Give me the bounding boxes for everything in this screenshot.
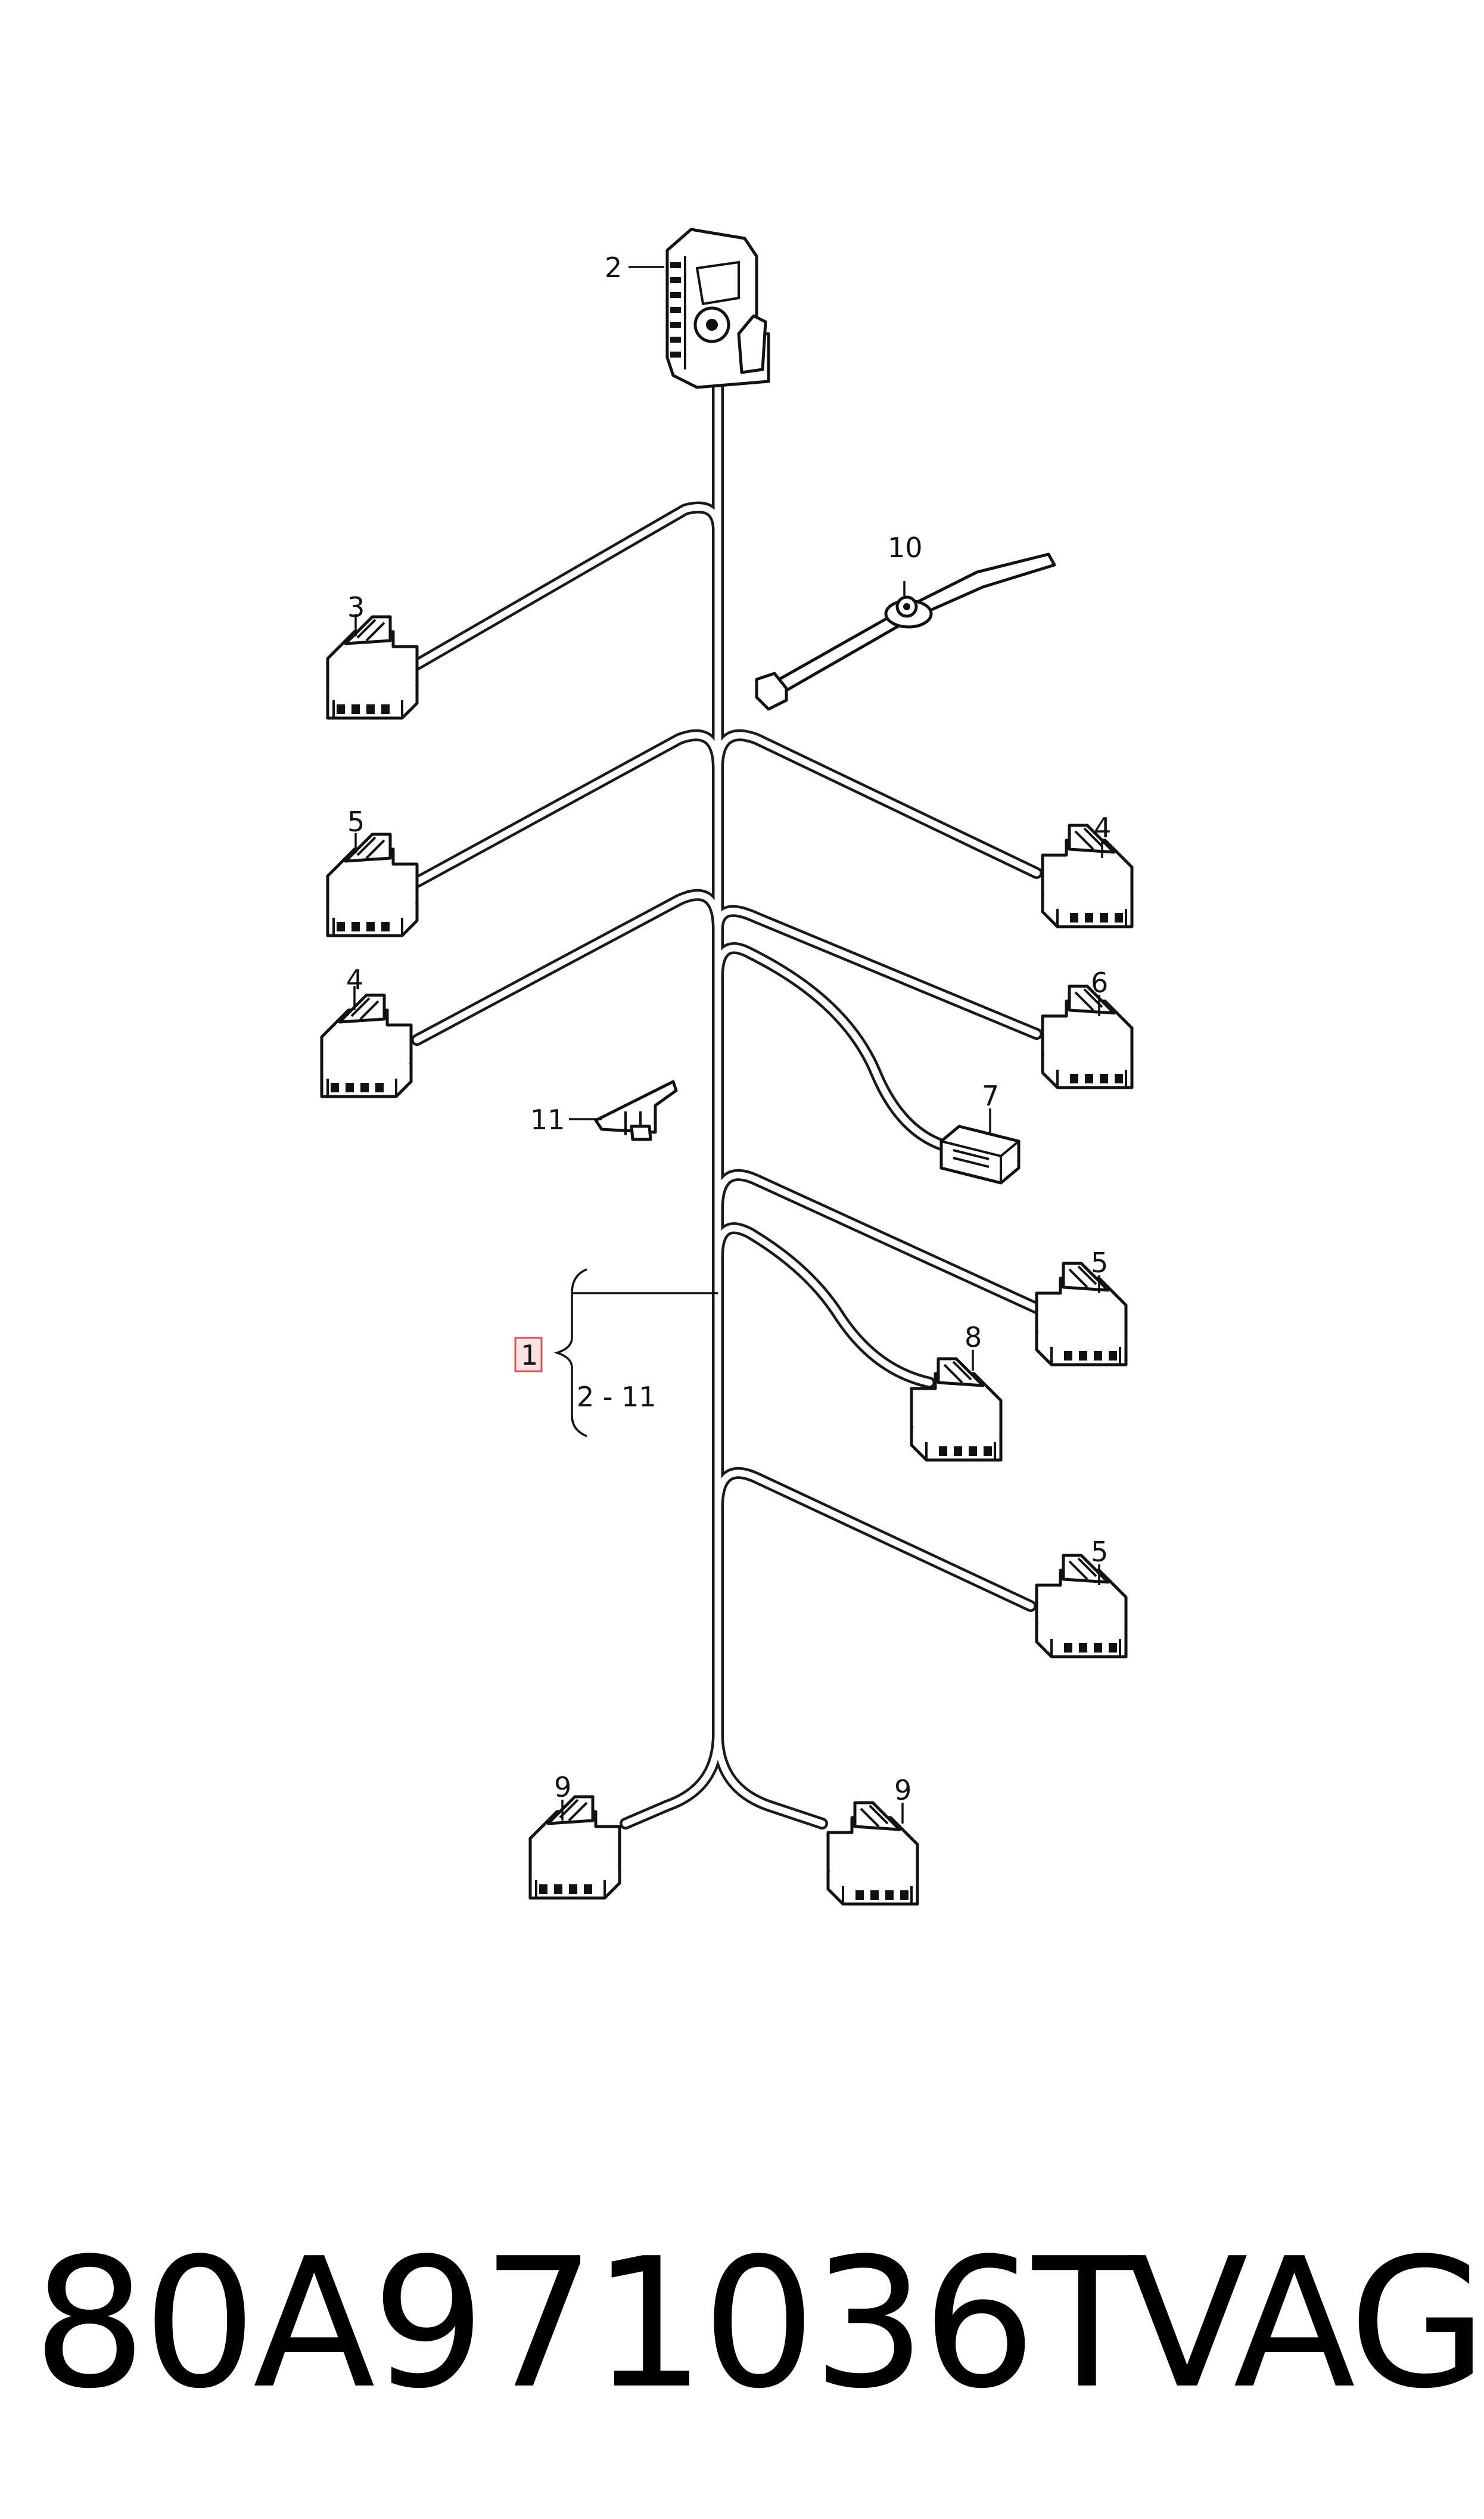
callout-1: 1: [521, 1339, 538, 1371]
connector-5-upper-right: [1037, 1263, 1126, 1365]
connector-8: [911, 1359, 1001, 1460]
wires: [411, 375, 1043, 1830]
brand-label: VAG: [1126, 2220, 1484, 2428]
connector-9-left: [530, 1797, 620, 1898]
footer: 80A971036T VAG: [0, 2205, 1484, 2443]
bracket-11: [594, 1080, 678, 1141]
callout-5-left: 5: [347, 806, 365, 838]
callout-4-right: 4: [1094, 812, 1111, 844]
connector-6: [1043, 986, 1132, 1088]
callout-11: 11: [530, 1104, 565, 1136]
cable-tie-10: [755, 552, 1056, 711]
callout-6: 6: [1091, 967, 1108, 999]
connector-5-left: [328, 834, 417, 936]
callout-3: 3: [347, 591, 365, 623]
callout-9-left: 9: [554, 1771, 571, 1803]
connector-2: [665, 228, 770, 389]
connector-5-lower-right: [1037, 1555, 1126, 1657]
callout-1-group: 1 2 - 11: [514, 1268, 718, 1437]
callout-9-right: 9: [894, 1774, 911, 1806]
callout-1-range: 2 - 11: [577, 1381, 657, 1413]
callout-5-lower-right: 5: [1091, 1536, 1108, 1568]
part-number: 80A971036T: [33, 2220, 1141, 2428]
callout-4-left: 4: [346, 964, 363, 996]
connector-3: [328, 617, 417, 718]
wiring-harness-diagram: 2 10 3 5 4 4 6 7 5: [0, 228, 1484, 2086]
callout-8: 8: [965, 1321, 982, 1353]
connector-4-right: [1043, 825, 1132, 927]
callout-5-upper-right: 5: [1091, 1247, 1108, 1279]
connector-9-right: [828, 1803, 917, 1904]
callout-2: 2: [605, 251, 622, 284]
connector-7: [941, 1126, 1019, 1183]
callout-7: 7: [982, 1080, 999, 1112]
callout-10: 10: [888, 532, 923, 564]
connector-4-left: [322, 995, 411, 1097]
